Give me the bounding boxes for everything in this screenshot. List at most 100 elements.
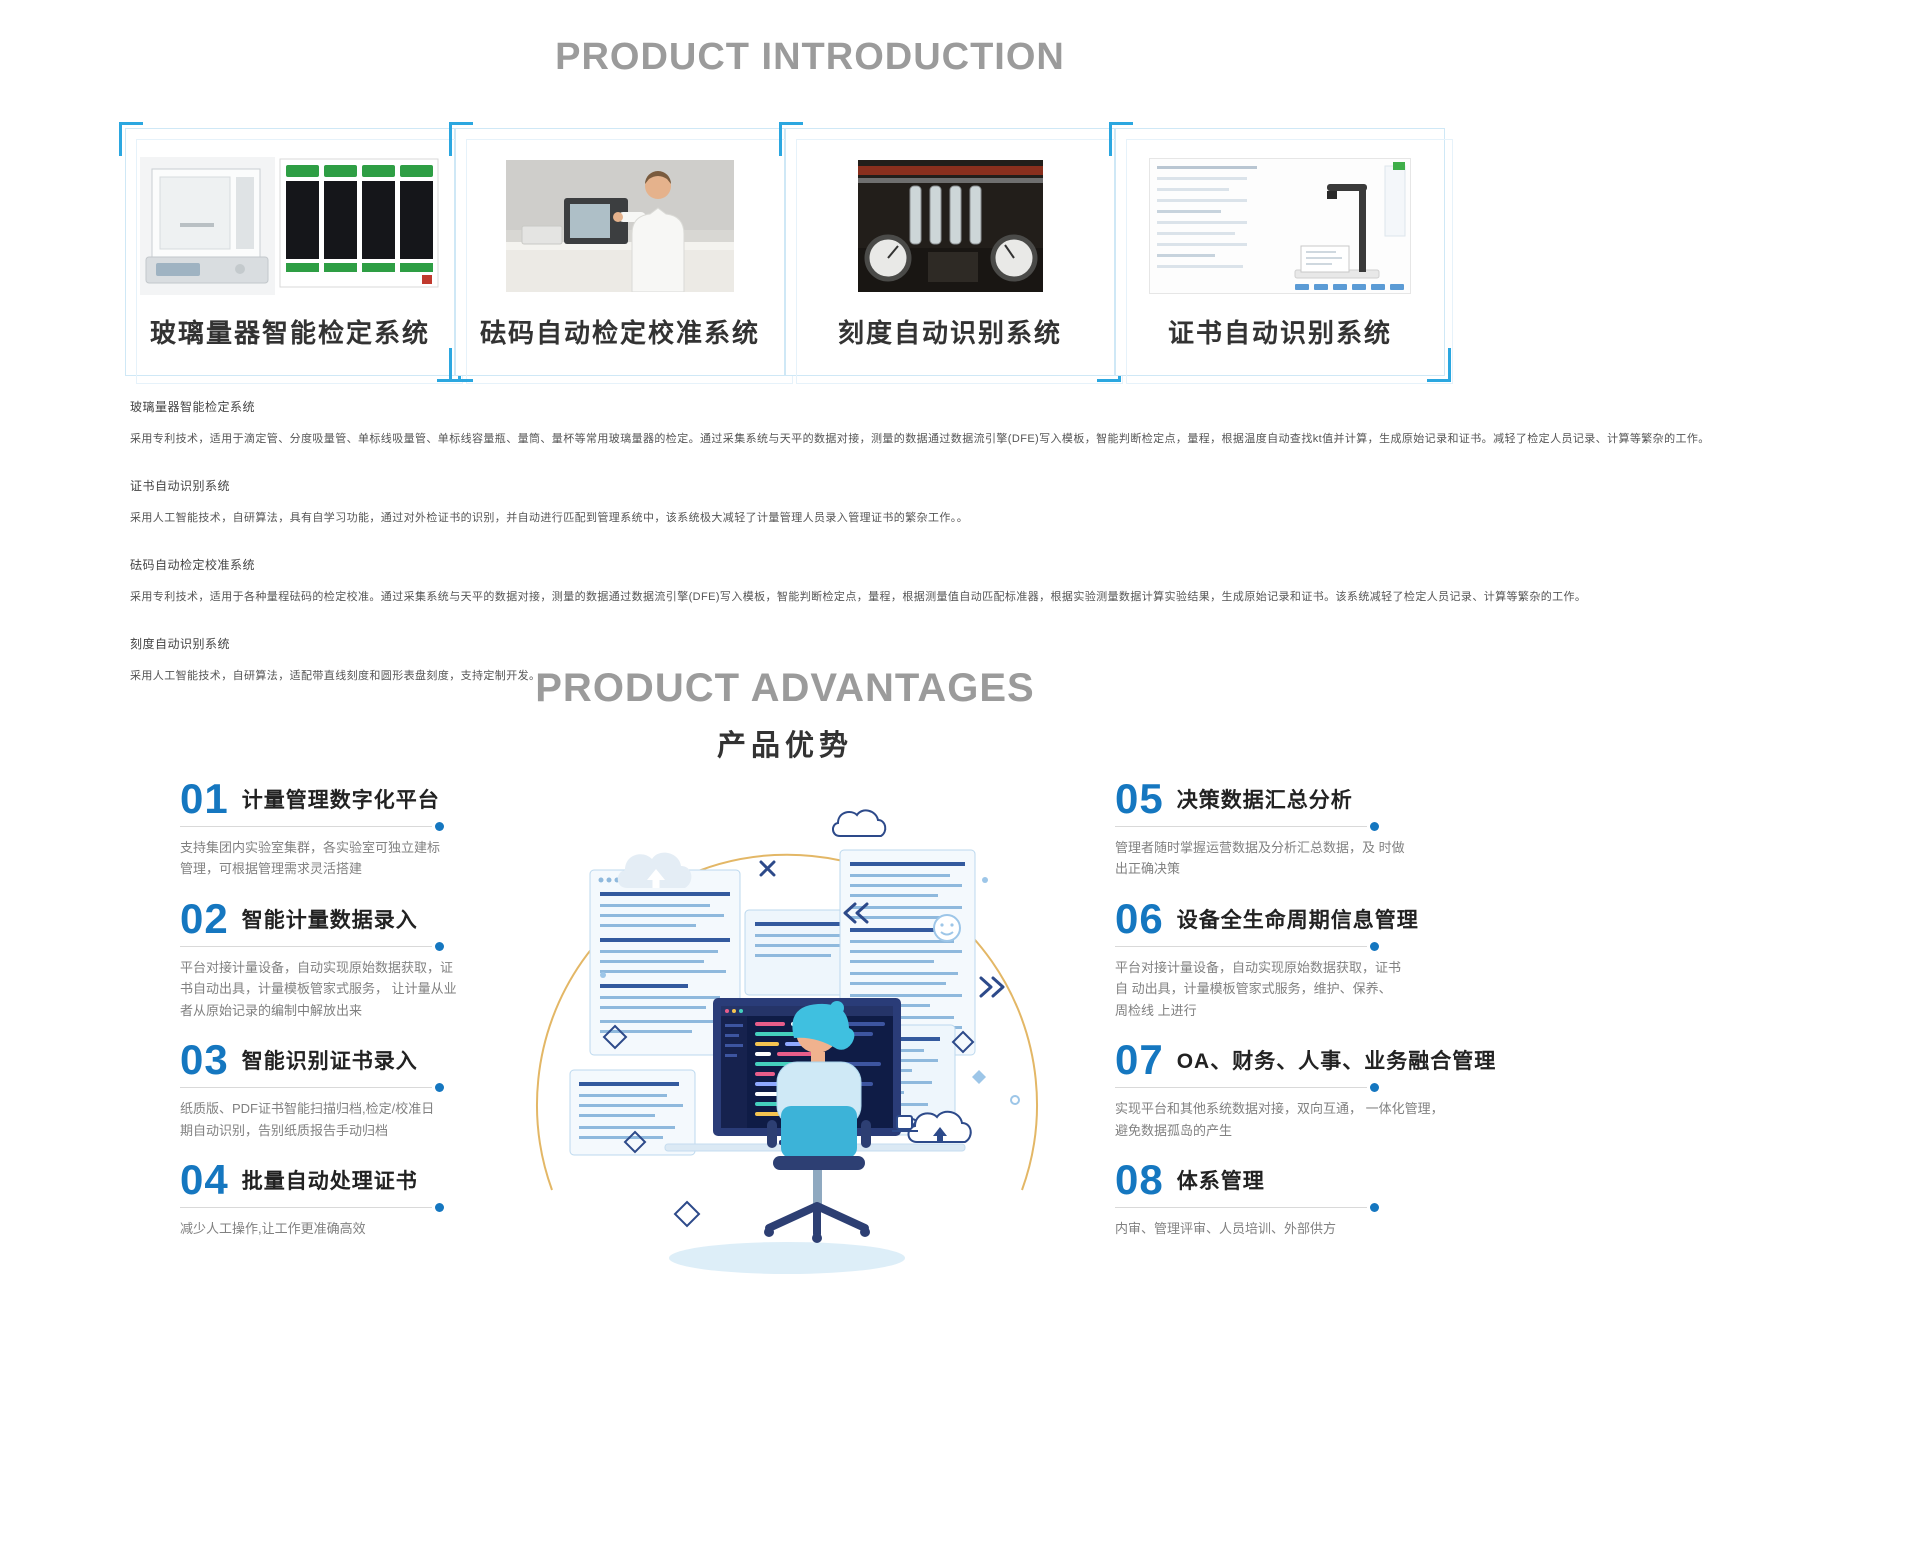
description-body: 采用人工智能技术，自研算法，具有自学习功能，通过对外检证书的识别，并自动进行匹配…	[130, 512, 969, 524]
diamond-icon	[673, 1200, 701, 1228]
dot-decoration	[982, 877, 988, 883]
advantage-description: 纸质版、PDF证书智能扫描归档,检定/校准日 期自动识别，告别纸质报告手动归档	[180, 1101, 435, 1138]
dot-icon	[1370, 1083, 1379, 1093]
description-body: 采用人工智能技术，自研算法，适配带直线刻度和圆形表盘刻度，支持定制开发。	[130, 670, 541, 682]
dot-icon	[435, 822, 444, 831]
cloud-icon	[832, 809, 887, 837]
shadow-ellipse	[669, 1242, 905, 1274]
advantage-title: 批量自动处理证书	[241, 1170, 418, 1194]
dot-icon	[435, 941, 444, 951]
arc-decoration	[536, 853, 1038, 1191]
advantage-item-08: 08 体系管理 内审、管理评审、人员培训、外部供方	[1115, 1157, 1495, 1239]
description-block-glassware: 玻璃量器智能检定系统 采用专利技术，适用于滴定管、分度吸量管、单标线吸量管、单标…	[130, 398, 1890, 446]
dot-decoration	[600, 972, 606, 978]
advantage-description: 内审、管理评审、人员培训、外部供方	[1115, 1221, 1337, 1237]
description-block-scale: 刻度自动识别系统 采用人工智能技术，自研算法，适配带直线刻度和圆形表盘刻度，支持…	[130, 635, 1890, 683]
document-window	[589, 869, 741, 1056]
advantage-description: 平台对接计量设备，自动实现原始数据获取，证 书自动出具，计量模板管家式服务， 让…	[180, 959, 457, 1018]
description-body: 采用专利技术，适用于各种量程砝码的检定校准。通过采集系统与天平的数据对接，测量的…	[130, 591, 1587, 603]
diamond-icon	[951, 1030, 975, 1054]
advantage-number: 05	[1115, 775, 1164, 822]
advantage-number: 03	[180, 1036, 229, 1084]
description-title: 砝码自动检定校准系统	[130, 558, 256, 572]
description-body: 采用专利技术，适用于滴定管、分度吸量管、单标线吸量管、单标线容量瓶、量筒、量杯等…	[130, 433, 1710, 445]
chevrons-right-icon	[979, 976, 1005, 998]
dot-icon	[1370, 1203, 1379, 1213]
diamond-icon	[623, 1130, 647, 1154]
advantage-item-01: 01 计量管理数字化平台 支持集团内实验室集群，各实验室可独立建标 管理，可根据…	[180, 776, 470, 880]
cloud-upload-icon	[907, 1110, 972, 1143]
dot-icon	[435, 1203, 444, 1213]
advantage-item-05: 05 决策数据汇总分析 管理者随时掌握运营数据及分析汇总数据，及 时做 出正确决…	[1115, 776, 1495, 880]
dot-icon	[1370, 822, 1379, 831]
description-title: 玻璃量器智能检定系统	[130, 400, 256, 414]
divider-line	[180, 941, 444, 951]
divider-line	[1115, 941, 1379, 951]
advantage-title: 智能识别证书录入	[241, 1050, 418, 1074]
product-caption: 玻璃量器智能检定系统	[149, 318, 430, 348]
balance-photo	[140, 157, 275, 295]
description-title: 证书自动识别系统	[130, 479, 231, 493]
description-title: 刻度自动识别系统	[130, 637, 231, 651]
advantage-title: OA、财务、人事、业务融合管理	[1176, 1050, 1497, 1074]
product-caption: 证书自动识别系统	[1167, 318, 1392, 348]
dot-icon	[1370, 941, 1379, 951]
product-caption: 砝码自动检定校准系统	[479, 318, 760, 348]
product-card-weights[interactable]: 砝码自动检定校准系统	[449, 122, 793, 384]
frame-corner-icon	[119, 122, 143, 156]
advantage-title: 计量管理数字化平台	[241, 789, 440, 812]
advantage-number: 08	[1115, 1156, 1164, 1204]
product-card-glassware[interactable]: 玻璃量器智能检定系统	[119, 122, 463, 384]
dot-decoration	[1010, 1095, 1020, 1105]
advantages-subtitle: 产品优势	[716, 730, 853, 762]
certificate-system-image	[1116, 157, 1444, 295]
intro-section-title: PRODUCT INTRODUCTION	[555, 36, 1065, 78]
advantage-description: 支持集团内实验室集群，各实验室可独立建标 管理，可根据管理需求灵活搭建	[180, 840, 441, 877]
advantage-description: 实现平台和其他系统数据对接，双向互通， 一体化管理， 避免数据孤岛的产生	[1115, 1101, 1444, 1138]
advantage-number: 07	[1115, 1036, 1164, 1084]
product-advantages-illustration	[536, 809, 1038, 1274]
advantage-item-07: 07 OA、财务、人事、业务融合管理 实现平台和其他系统数据对接，双向互通， 一…	[1115, 1037, 1495, 1141]
advantage-item-06: 06 设备全生命周期信息管理 平台对接计量设备，自动实现原始数据获取，证书 自 …	[1115, 894, 1495, 1021]
advantage-title: 体系管理	[1176, 1170, 1265, 1194]
description-block-certificate: 证书自动识别系统 采用人工智能技术，自研算法，具有自学习功能，通过对外检证书的识…	[130, 477, 1890, 525]
divider-line	[1115, 822, 1379, 831]
document-window	[569, 1069, 696, 1156]
gauges-equipment-photo	[857, 160, 1043, 292]
description-block-weights: 砝码自动检定校准系统 采用专利技术，适用于各种量程砝码的检定校准。通过采集系统与…	[130, 556, 1890, 604]
divider-line	[180, 1083, 444, 1093]
advantage-number: 01	[180, 775, 229, 822]
diamond-icon	[602, 1024, 628, 1050]
advantage-title: 决策数据汇总分析	[1176, 789, 1353, 812]
advantage-description: 管理者随时掌握运营数据及分析汇总数据，及 时做 出正确决策	[1115, 840, 1405, 877]
product-descriptions: 玻璃量器智能检定系统 采用专利技术，适用于滴定管、分度吸量管、单标线吸量管、单标…	[130, 398, 1890, 714]
office-chair	[764, 1106, 871, 1243]
advantages-section-title: PRODUCT ADVANTAGES	[535, 666, 1035, 710]
advantages-right-column: 05 决策数据汇总分析 管理者随时掌握运营数据及分析汇总数据，及 时做 出正确决…	[1115, 776, 1495, 1256]
cloud-upload-icon	[617, 852, 692, 888]
product-card-certificate[interactable]: 证书自动识别系统	[1109, 122, 1453, 384]
advantage-title: 智能计量数据录入	[241, 908, 418, 932]
verification-software-screenshot	[279, 158, 439, 288]
advantage-item-02: 02 智能计量数据录入 平台对接计量设备，自动实现原始数据获取，证 书自动出具，…	[180, 894, 470, 1021]
advantage-item-03: 03 智能识别证书录入 纸质版、PDF证书智能扫描归档,检定/校准日 期自动识别…	[180, 1037, 470, 1141]
certificate-software-screenshot	[1149, 158, 1411, 294]
advantage-number: 02	[180, 894, 229, 942]
divider-line	[1115, 1083, 1379, 1093]
lab-technician-photo	[506, 160, 734, 292]
divider-line	[180, 1203, 444, 1213]
advantage-number: 06	[1115, 894, 1164, 942]
smiley-icon	[933, 914, 961, 942]
weights-system-image	[456, 157, 784, 295]
product-caption: 刻度自动识别系统	[837, 318, 1062, 348]
advantage-item-04: 04 批量自动处理证书 减少人工操作,让工作更准确高效	[180, 1157, 470, 1239]
chevrons-left-icon	[843, 902, 869, 924]
diamond-icon	[972, 1070, 986, 1084]
divider-line	[180, 822, 444, 831]
product-cards-row: 玻璃量器智能检定系统	[119, 122, 1453, 384]
frame-corner-icon	[1427, 348, 1451, 382]
product-card-scale[interactable]: 刻度自动识别系统	[779, 122, 1123, 384]
coffee-cup-icon	[892, 1115, 918, 1132]
advantage-number: 04	[180, 1156, 229, 1204]
